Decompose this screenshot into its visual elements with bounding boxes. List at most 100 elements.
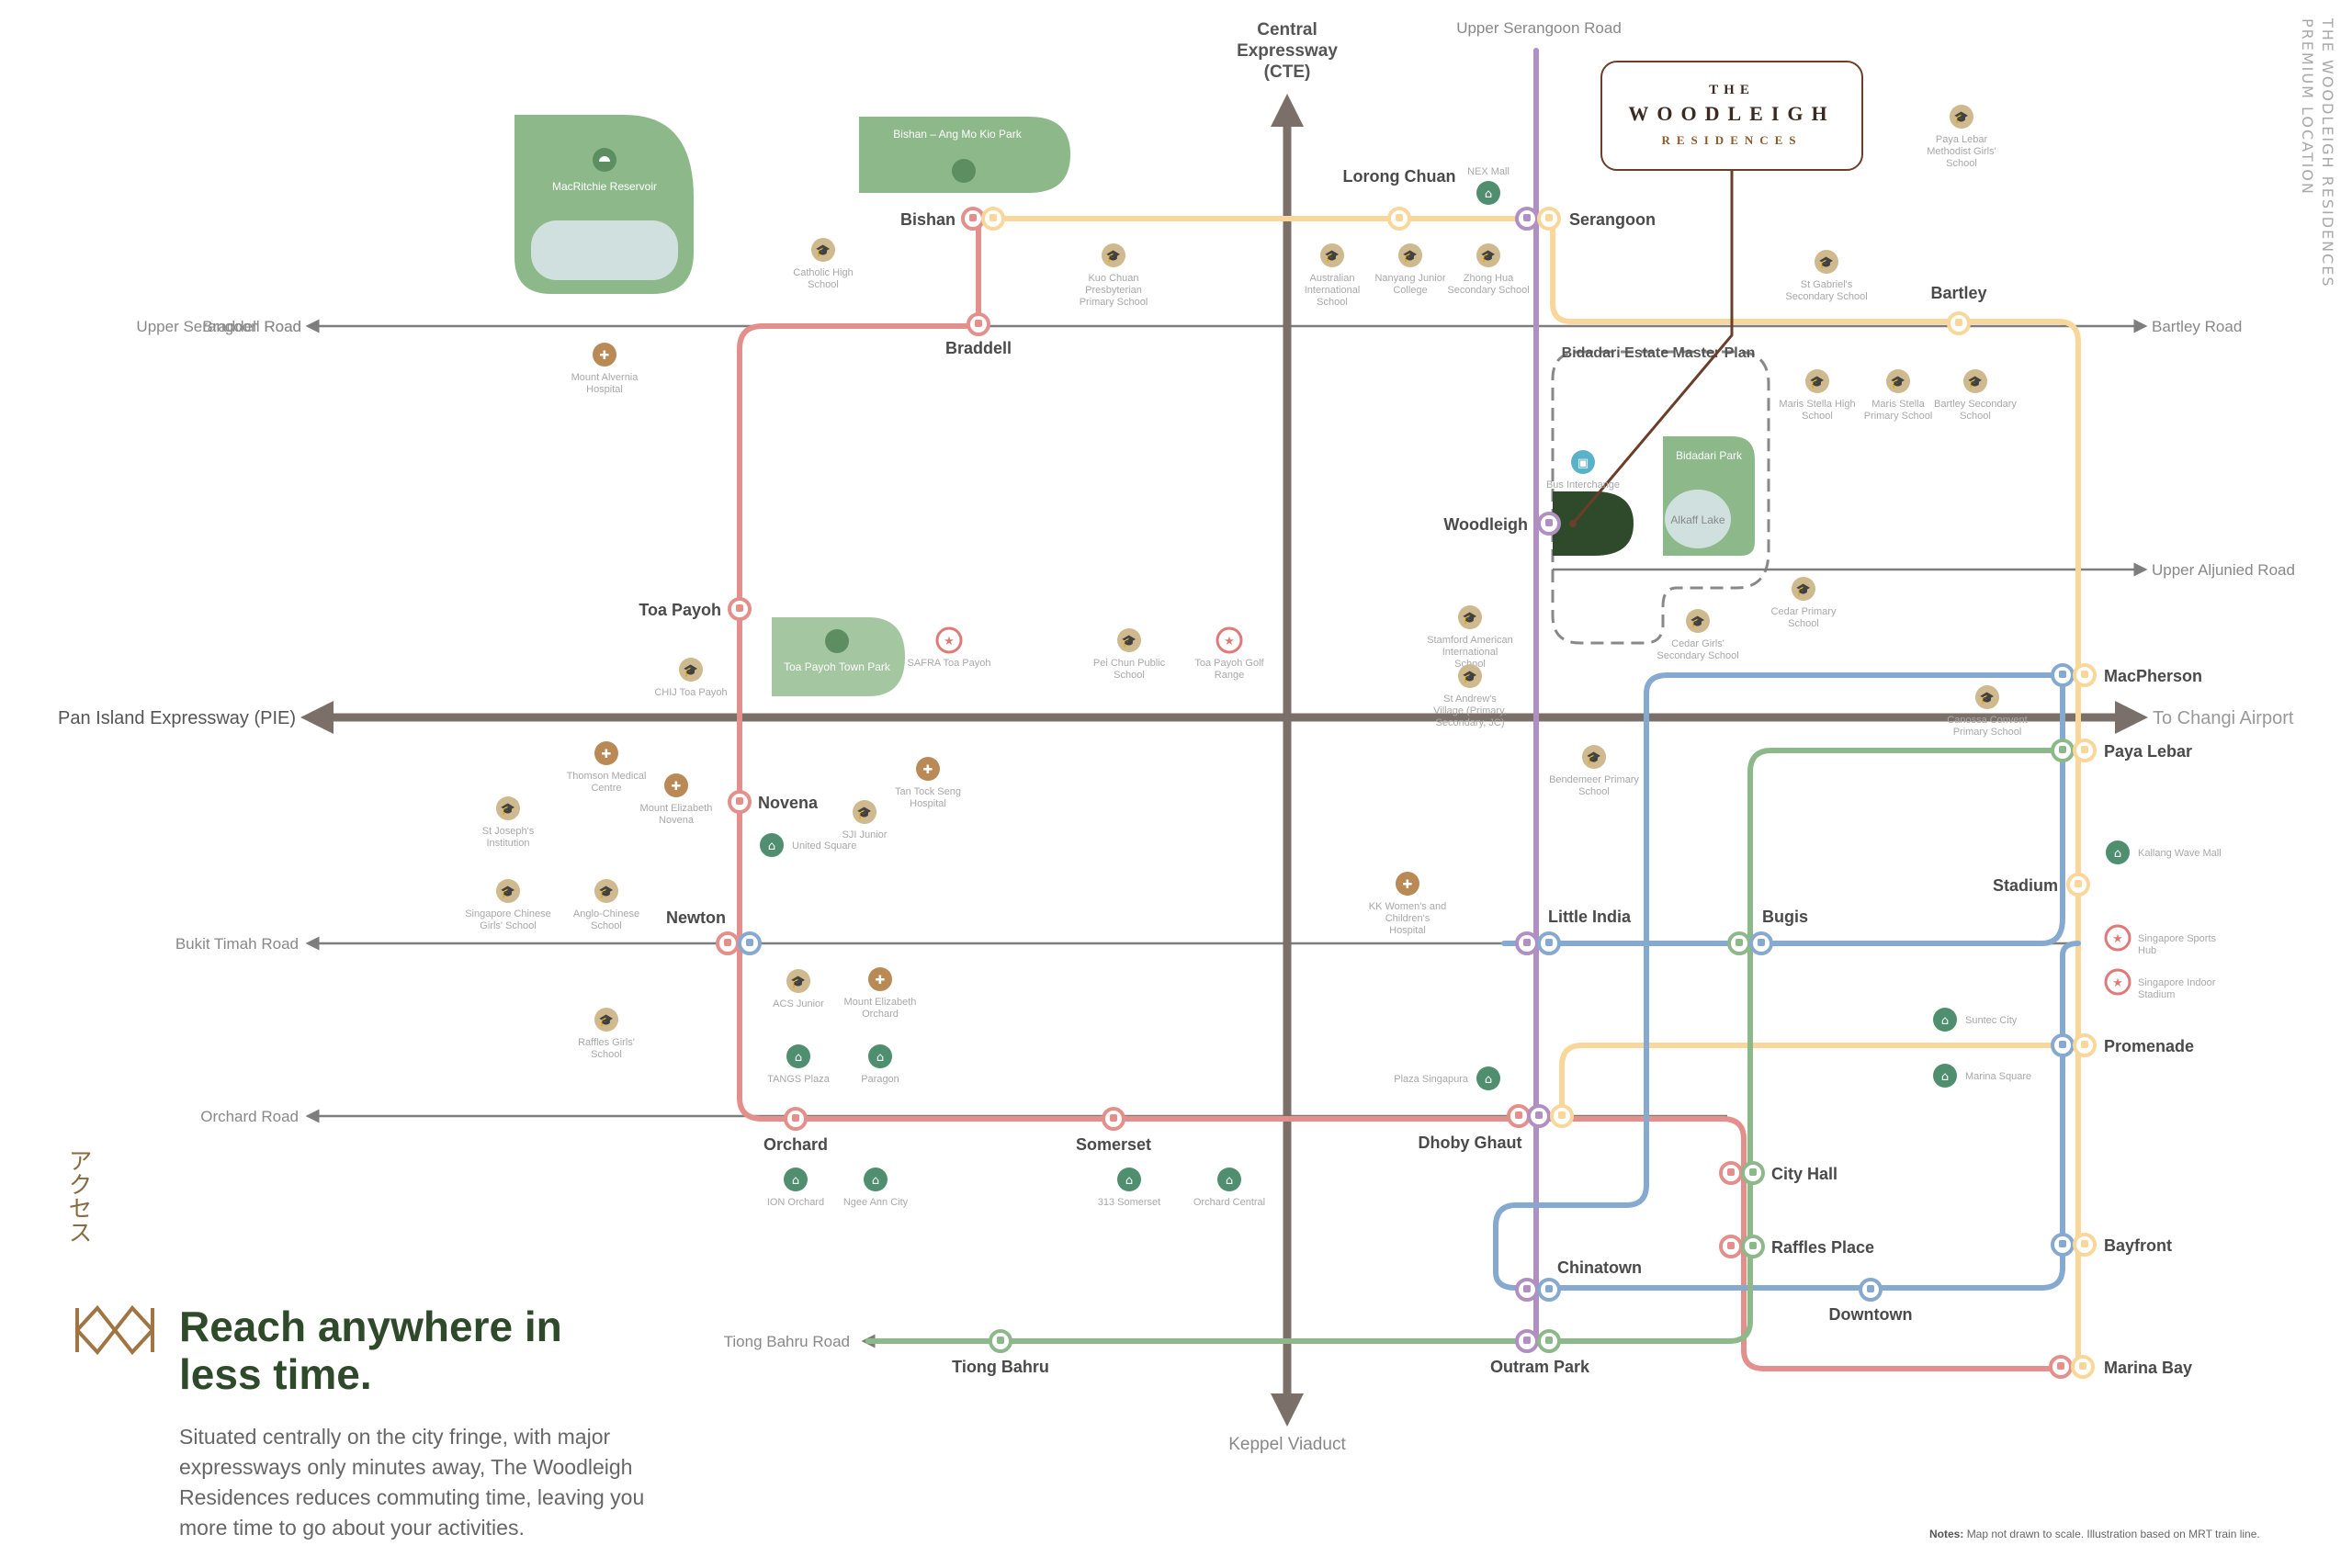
school-icon	[1886, 369, 1910, 393]
svg-text:⌂: ⌂	[1226, 1174, 1233, 1188]
brand-line2: WOODLEIGH	[1628, 102, 1836, 125]
station-label: Outram Park	[1490, 1358, 1590, 1376]
school-icon	[1398, 243, 1422, 267]
japanese-label: アクセス	[64, 1148, 92, 1244]
poi-bus-interchange: ▣Bus Interchange	[1546, 450, 1620, 491]
woodleigh-site	[1553, 491, 1634, 556]
school-icon	[1686, 609, 1710, 633]
station-tiong-bahru: Tiong Bahru	[952, 1329, 1049, 1376]
poi-stamford-american: 🎓Stamford AmericanInternationalSchool	[1427, 605, 1513, 670]
mall-icon	[1476, 181, 1500, 205]
station-label: Chinatown	[1557, 1258, 1642, 1277]
sports-icon	[2104, 924, 2132, 952]
svg-text:✚: ✚	[602, 748, 612, 761]
notes-text: Map not drawn to scale. Illustration bas…	[1966, 1528, 2260, 1540]
school-icon	[786, 969, 810, 993]
svg-text:🎓: 🎓	[1968, 376, 1983, 389]
poi-label: Marina Square	[1965, 1071, 2031, 1082]
mall-icon	[784, 1168, 808, 1191]
headline-line2: less time.	[179, 1350, 372, 1398]
svg-text:⌂: ⌂	[1941, 1014, 1949, 1028]
station-somerset: Somerset	[1076, 1107, 1151, 1154]
school-icon	[1815, 250, 1838, 274]
svg-text:Bidadari Park: Bidadari Park	[1676, 449, 1743, 462]
svg-text:Toa Payoh Town Park: Toa Payoh Town Park	[784, 660, 891, 673]
road-label: Orchard Road	[200, 1108, 299, 1125]
station-label: Marina Bay	[2104, 1359, 2192, 1377]
svg-text:🎓: 🎓	[1403, 250, 1418, 264]
road-label: Keppel Viaduct	[1228, 1435, 1346, 1454]
school-icon	[1458, 605, 1482, 629]
svg-text:✚: ✚	[600, 349, 610, 363]
school-icon	[594, 879, 618, 903]
poi-label: Paragon	[861, 1074, 899, 1085]
svg-text:🎓: 🎓	[501, 886, 515, 899]
bishan-amk-park: Bishan – Ang Mo Kio Park	[859, 117, 1070, 193]
station-label: Bartley	[1930, 284, 1986, 302]
svg-text:⌂: ⌂	[876, 1051, 884, 1065]
road-label: Upper Serangoon Road	[1456, 19, 1622, 37]
mall-icon	[1217, 1168, 1241, 1191]
bidadari-master-plan: Bidadari Estate Master Plan Bidadari Par…	[1551, 345, 1770, 645]
svg-text:🎓: 🎓	[684, 664, 698, 678]
svg-text:🎓: 🎓	[1481, 250, 1496, 264]
svg-text:✚: ✚	[923, 763, 933, 777]
svg-text:🎓: 🎓	[1980, 692, 1995, 705]
poi-paragon: ⌂ Paragon	[861, 1044, 899, 1085]
svg-text:⌂: ⌂	[768, 840, 775, 853]
body-copy: Situated centrally on the city fringe, w…	[179, 1425, 645, 1540]
school-icon	[496, 879, 520, 903]
svg-text:⌂: ⌂	[1125, 1174, 1133, 1188]
brand-line1: THE	[1709, 83, 1755, 97]
poi-label: Orchard Central	[1193, 1197, 1265, 1208]
hospital-icon	[916, 757, 940, 781]
station-raffles-place: Raffles Place	[1719, 1235, 1874, 1258]
mall-icon	[760, 833, 784, 857]
road-label: Bukit Timah Road	[175, 935, 299, 953]
svg-text:✚: ✚	[1403, 878, 1413, 892]
mall-icon	[1117, 1168, 1141, 1191]
poi-label: CHIJ Toa Payoh	[654, 687, 727, 698]
station-bishan: Bishan	[900, 207, 1005, 231]
svg-text:⌂: ⌂	[1485, 1073, 1492, 1087]
station-woodleigh: Woodleigh	[1443, 512, 1561, 536]
station-label: Bishan	[900, 210, 956, 229]
station-label: Little India	[1548, 908, 1632, 926]
area-label: Toa Payoh Town Park	[784, 660, 891, 673]
poi-suntec-city: ⌂Suntec City	[1933, 1008, 2018, 1032]
school-icon	[1805, 369, 1829, 393]
school-icon	[679, 658, 703, 682]
svg-text:✚: ✚	[672, 780, 682, 794]
poi-orchard-central: ⌂ Orchard Central	[1193, 1168, 1265, 1208]
svg-text:🎓: 🎓	[501, 803, 515, 817]
poi-313-somerset: ⌂313 Somerset	[1098, 1168, 1160, 1208]
headline-line1: Reach anywhere in	[179, 1303, 562, 1350]
poi-kallang-wave: ⌂Kallang Wave Mall	[2106, 840, 2222, 864]
station-paya-lebar: Paya Lebar	[2051, 739, 2192, 762]
area-label: Bishan – Ang Mo Kio Park	[893, 128, 1022, 141]
station-label: Tiong Bahru	[952, 1358, 1049, 1376]
school-icon	[1792, 577, 1815, 601]
headline: Reach anywhere in less time.	[179, 1303, 694, 1398]
brand-pointer	[1571, 171, 1734, 525]
poi-chij-toa-payoh: 🎓 CHIJ Toa Payoh	[654, 658, 728, 698]
poi-label: TANGS Plaza	[767, 1074, 831, 1085]
svg-text:Alkaff Lake: Alkaff Lake	[1670, 513, 1724, 526]
notes-label: Notes:	[1929, 1528, 1964, 1540]
toa-payoh-town-park: Toa Payoh Town Park	[772, 617, 905, 696]
svg-text:✚: ✚	[876, 974, 886, 987]
area-label: MacRitchie Reservoir	[552, 180, 657, 193]
svg-text:★: ★	[1224, 635, 1235, 649]
road-label: Upper Aljunied Road	[2152, 561, 2295, 579]
